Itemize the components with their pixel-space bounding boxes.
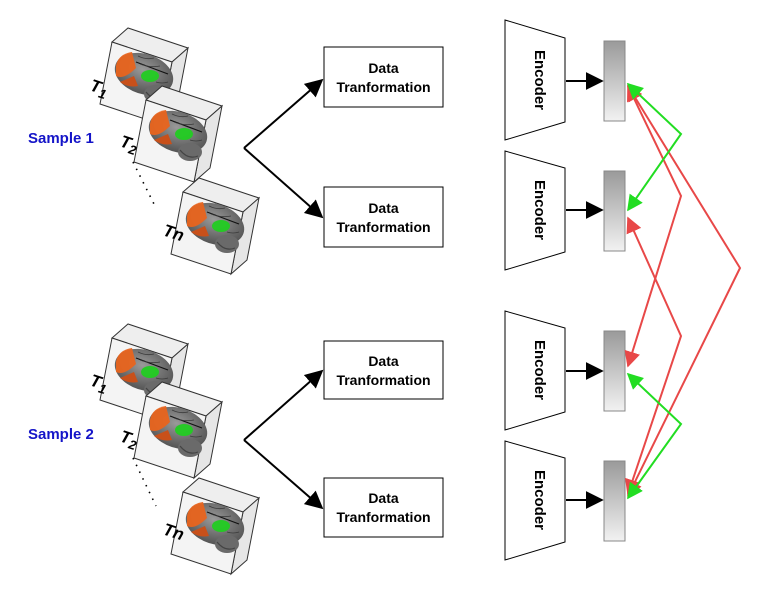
encoder-4: Encoder (504, 440, 566, 561)
svg-text:Data: Data (368, 490, 399, 506)
encoder-3: Encoder (504, 310, 566, 431)
transform-box-4: Data Tranformation (323, 477, 444, 538)
svg-text:Data: Data (368, 353, 399, 369)
positive-pair-arrow (626, 82, 683, 212)
timepoint-label-1: T1 (87, 371, 111, 397)
svg-text:Data: Data (368, 200, 399, 216)
positive-pair-arrow (626, 372, 683, 500)
sample-1-group: Sample 1 T1 T2 Tn (28, 27, 324, 275)
negative-pair-arrow (624, 216, 683, 496)
brain-volume-icon (133, 85, 223, 183)
timepoint-label-1: T1 (87, 76, 111, 102)
negative-pair-arrow (624, 84, 683, 368)
svg-text:Tranformation: Tranformation (336, 372, 430, 388)
svg-text:Tranformation: Tranformation (336, 219, 430, 235)
encoder-2: Encoder (504, 150, 566, 271)
svg-text:Encoder: Encoder (531, 50, 548, 110)
transform-box-1: Data Tranformation (323, 46, 444, 108)
sample-label: Sample 1 (28, 130, 94, 147)
ellipsis-dots (132, 161, 157, 209)
arrow-to-transform-3 (243, 369, 324, 441)
svg-text:Encoder: Encoder (531, 470, 548, 530)
brain-volume-icon (133, 381, 223, 479)
transform-box-2: Data Tranformation (323, 186, 444, 248)
embedding-vector-3 (603, 330, 626, 412)
transform-box-3: Data Tranformation (323, 340, 444, 400)
embedding-vector-2 (603, 170, 626, 252)
embedding-vector-1 (603, 40, 626, 122)
arrow-to-transform-4 (243, 439, 324, 510)
svg-text:Tranformation: Tranformation (336, 509, 430, 525)
embedding-vector-4 (603, 460, 626, 542)
sample-2-group: Sample 2 T1 T2 Tn (28, 323, 324, 575)
svg-text:Encoder: Encoder (531, 180, 548, 240)
svg-text:Tranformation: Tranformation (336, 79, 430, 95)
svg-text:Data: Data (368, 60, 399, 76)
arrow-to-transform-2 (243, 147, 324, 219)
arrow-to-transform-1 (243, 78, 324, 149)
ellipsis-dots (132, 457, 157, 507)
encoder-1: Encoder (504, 19, 566, 141)
sample-label: Sample 2 (28, 426, 94, 443)
svg-text:Encoder: Encoder (531, 340, 548, 400)
negative-pair-arrow (627, 84, 742, 498)
